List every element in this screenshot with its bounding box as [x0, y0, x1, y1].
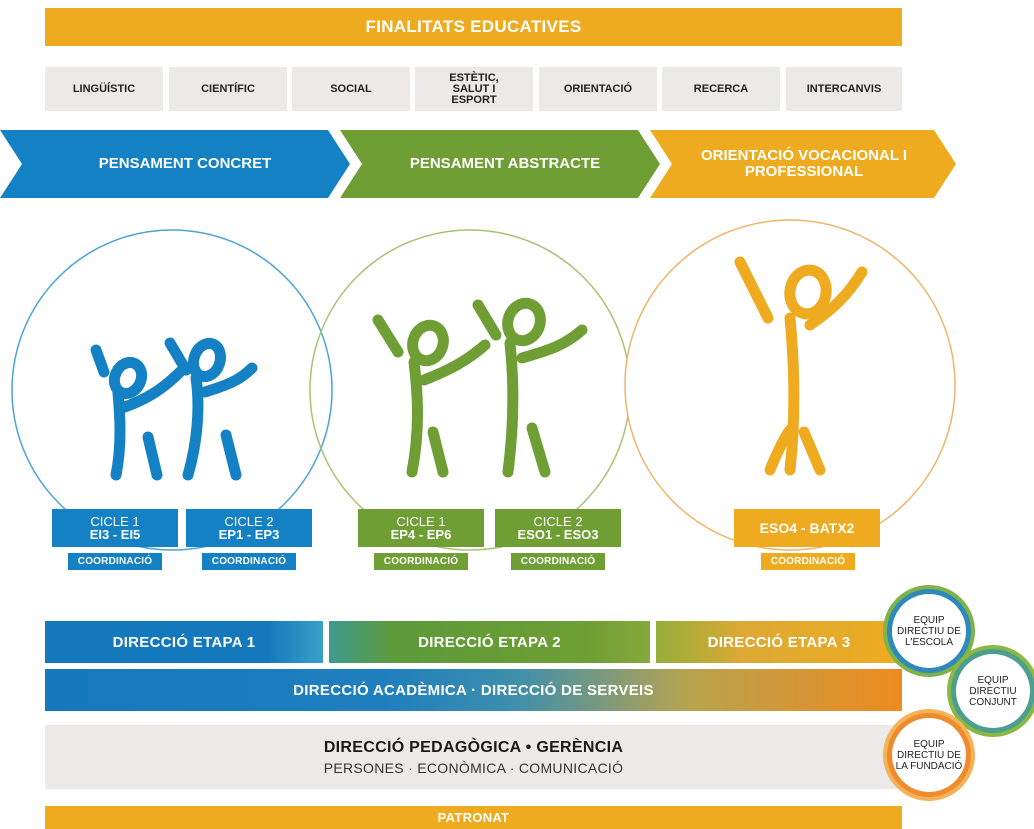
direccio-etapa-2: DIRECCIÓ ETAPA 2 [329, 621, 650, 663]
figures-blue-icon [90, 337, 258, 481]
direccio-academica: DIRECCIÓ ACADÈMICA · DIRECCIÓ DE SERVEIS [45, 669, 902, 711]
circle-concret [11, 229, 333, 551]
cycle-name: CICLE 1 [90, 514, 140, 529]
cycle-range: ESO1 - ESO3 [517, 527, 599, 542]
finalitats-title: FINALITATS EDUCATIVES [45, 8, 902, 46]
equip-directiu-fundacio: EQUIP DIRECTIU DE LA FUNDACIÓ [892, 718, 966, 792]
figures-green-icon [372, 297, 588, 478]
coordinacio-badge: COORDINACIÓ [374, 553, 468, 570]
chevron-concret [0, 130, 350, 198]
stage-chevrons [0, 130, 956, 198]
direccio-pedagogica-title: DIRECCIÓ PEDAGÒGICA • GERÈNCIA [323, 738, 624, 756]
coordinacio-badge: COORDINACIÓ [511, 553, 605, 570]
circle-abstracte [309, 229, 631, 551]
finalitat-cientific: CIENTÍFIC [169, 67, 287, 111]
finalitat-orientacio: ORIENTACIÓ [539, 67, 657, 111]
cycle-name: CICLE 2 [533, 514, 583, 529]
cycle-range: ESO4 - BATX2 [759, 519, 855, 536]
cycle-ep1-ep3: CICLE 2 EP1 - EP3 [186, 509, 312, 547]
stage-label-abstracte: PENSAMENT ABSTRACTE [409, 155, 601, 172]
stage-label-vocacional: ORIENTACIÓ VOCACIONAL I PROFESSIONAL [700, 147, 908, 180]
patronat-bar: PATRONAT [45, 806, 902, 829]
figure-orange-icon [734, 256, 868, 476]
chevron-abstracte [340, 130, 660, 198]
direccio-etapa-1: DIRECCIÓ ETAPA 1 [45, 621, 323, 663]
finalitat-linguistic: LINGÜÍSTIC [45, 67, 163, 111]
cycle-ei3-ei5: CICLE 1 EI3 - EI5 [52, 509, 178, 547]
cycle-name: CICLE 1 [396, 514, 446, 529]
cycle-eso4-batx2: ESO4 - BATX2 [734, 509, 880, 547]
direccio-pedagogica-box: DIRECCIÓ PEDAGÒGICA • GERÈNCIA PERSONES … [45, 725, 902, 789]
chevron-vocacional [650, 130, 956, 198]
coordinacio-badge: COORDINACIÓ [202, 553, 296, 570]
cycle-ep4-ep6: CICLE 1 EP4 - EP6 [358, 509, 484, 547]
stage-label-concret: PENSAMENT CONCRET [98, 155, 272, 172]
cycle-eso1-eso3: CICLE 2 ESO1 - ESO3 [495, 509, 621, 547]
finalitat-estetic: ESTÈTIC, SALUT I ESPORT [415, 67, 533, 111]
cycle-range: EI3 - EI5 [89, 527, 141, 542]
cycle-name: CICLE 2 [224, 514, 274, 529]
coordinacio-badge: COORDINACIÓ [761, 553, 855, 570]
direccio-etapa-3: DIRECCIÓ ETAPA 3 [656, 621, 902, 663]
cycle-range: EP4 - EP6 [390, 527, 452, 542]
finalitat-social: SOCIAL [292, 67, 410, 111]
equip-directiu-escola: EQUIP DIRECTIU DE L'ESCOLA [892, 594, 966, 668]
equip-directiu-conjunt: EQUIP DIRECTIU CONJUNT [956, 654, 1030, 728]
direccio-pedagogica-subtitle: PERSONES · ECONÒMICA · COMUNICACIÓ [323, 759, 624, 776]
finalitat-intercanvis: INTERCANVIS [786, 67, 902, 111]
finalitat-recerca: RECERCA [662, 67, 780, 111]
stage-circles [11, 219, 956, 551]
coordinacio-badge: COORDINACIÓ [68, 553, 162, 570]
cycle-range: EP1 - EP3 [218, 527, 280, 542]
